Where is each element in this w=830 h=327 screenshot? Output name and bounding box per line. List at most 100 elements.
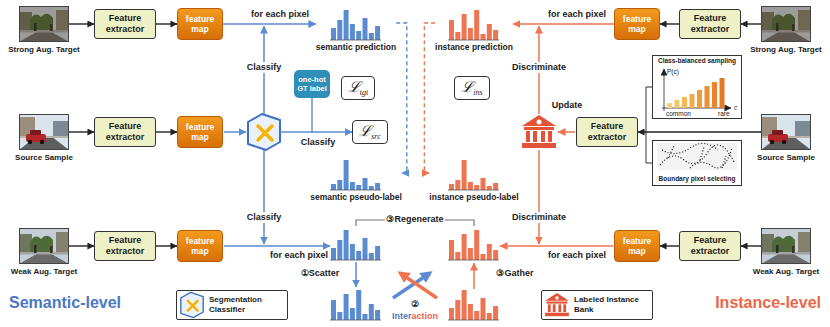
- node-text: Feature extractor: [99, 235, 151, 257]
- label-text: for each pixel: [547, 250, 607, 261]
- loss-subscript: ins: [473, 88, 482, 97]
- arrow: [741, 245, 761, 246]
- source-image: [761, 114, 811, 150]
- panel-title: Class-balanced sampling: [653, 57, 741, 65]
- semantic-histogram: [330, 160, 381, 190]
- node-text: Feature extractor: [684, 13, 736, 35]
- label-text: Discriminate: [511, 62, 567, 73]
- interaction-arrow: [393, 273, 430, 298]
- image-frame: Weak Aug. Target: [19, 228, 69, 264]
- node-text: Feature extractor: [581, 121, 633, 143]
- arrow: [156, 245, 177, 246]
- loss-subscript: src: [371, 132, 380, 141]
- label-group: Interaction: [392, 311, 438, 322]
- legend-entry: Segmentation Classifier: [176, 290, 288, 320]
- node-text: Feature extractor: [684, 235, 736, 257]
- arrow: [263, 150, 265, 244]
- node-text: instance pseudo-label: [429, 192, 518, 203]
- image-caption: Weak Aug. Target: [11, 267, 78, 277]
- weak-target-image: [19, 228, 69, 264]
- feature-extractor-box: Feature extractor: [679, 231, 741, 261]
- edge-label: for each pixel: [547, 9, 607, 20]
- feature-map-box: feature map: [177, 116, 223, 148]
- label-text: Classify: [246, 212, 283, 223]
- legend-text: Labeled Instance Bank: [574, 295, 639, 314]
- augmentation-tint: [19, 6, 69, 42]
- label-text: action: [412, 311, 439, 321]
- node-text: semantic prediction: [316, 42, 396, 53]
- image-caption: Source Sample: [15, 153, 73, 163]
- arrow: [224, 245, 330, 247]
- arrow: [538, 150, 540, 244]
- arrow: [312, 98, 352, 132]
- instance-histogram: [448, 290, 499, 320]
- level-title: Semantic-level: [8, 293, 122, 312]
- node-text: feature map: [180, 14, 220, 34]
- arrow: [660, 23, 679, 24]
- bank-icon: [522, 115, 556, 148]
- loss-symbol: ℒ: [348, 79, 360, 95]
- feature-extractor-box: Feature extractor: [94, 117, 156, 147]
- node-text: feature map: [180, 122, 220, 142]
- arrow: [660, 245, 679, 246]
- node-text: Feature extractor: [99, 121, 151, 143]
- image-caption: Strong Aug. Target: [8, 45, 80, 55]
- legend-classifier-icon: [181, 292, 203, 317]
- loss-subscript: tgt: [360, 88, 368, 97]
- feature-extractor-box: Feature extractor: [576, 117, 638, 147]
- interaction-arrow: [400, 273, 437, 298]
- label-text: ①Scatter: [300, 268, 341, 279]
- loss-box: ℒtgt: [341, 76, 375, 100]
- arrow: [69, 245, 94, 246]
- arrow: [69, 23, 94, 24]
- classifier-icon: [248, 114, 280, 150]
- image-frame: Source Sample: [761, 114, 811, 150]
- label-text: Update: [551, 100, 584, 111]
- label-text: ③Gather: [495, 268, 534, 279]
- strong-target-image: [19, 6, 69, 42]
- image-frame: Strong Aug. Target: [761, 6, 811, 42]
- node-text: Boundary pixel selecting: [653, 175, 741, 183]
- feature-extractor-box: Feature extractor: [94, 9, 156, 39]
- legend-text: Segmentation Classifier: [209, 295, 262, 314]
- image-frame: Weak Aug. Target: [761, 228, 811, 264]
- instance-histogram: [448, 10, 499, 40]
- image-frame: Source Sample: [19, 114, 69, 150]
- augmentation-tint: [761, 6, 811, 42]
- loss-box: ℒsrc: [352, 120, 387, 144]
- label-text: Discriminate: [511, 212, 567, 223]
- feature-map-box: feature map: [177, 230, 223, 262]
- arrow: [69, 131, 94, 132]
- node-text: one-hot GT label: [296, 75, 328, 93]
- dashed-arrow: [396, 23, 407, 173]
- pixel-map: [657, 143, 737, 170]
- label-text: Classify: [300, 137, 337, 148]
- level-title: Instance-level: [714, 293, 822, 312]
- gather-arrow: [473, 263, 475, 289]
- arrow: [513, 23, 614, 24]
- weak-target-image: [761, 228, 811, 264]
- histogram: instance prediction: [435, 6, 513, 53]
- image-caption: Strong Aug. Target: [750, 45, 822, 55]
- legend-bank-icon: [545, 293, 569, 316]
- arrow: [156, 131, 177, 132]
- feature-map-box: feature map: [614, 230, 660, 262]
- bar-chart: [667, 78, 725, 108]
- arrow: [223, 23, 316, 24]
- strong-target-image: [761, 6, 811, 42]
- loss-box: ℒins: [454, 76, 489, 100]
- feature-map-box: feature map: [614, 8, 660, 40]
- histogram: instance pseudo-label: [429, 156, 518, 203]
- loss-symbol: ℒ: [359, 123, 371, 139]
- label-text: ③Regenerate: [385, 214, 444, 225]
- histogram: semantic prediction: [316, 6, 396, 53]
- chart-label: P(c): [667, 68, 679, 76]
- image-caption: Weak Aug. Target: [753, 267, 820, 277]
- node-text: feature map: [617, 14, 657, 34]
- loss-symbol: ℒ: [461, 79, 473, 95]
- arrow: [224, 131, 246, 133]
- edge-label: for each pixel: [250, 9, 310, 20]
- instance-histogram: [448, 230, 499, 260]
